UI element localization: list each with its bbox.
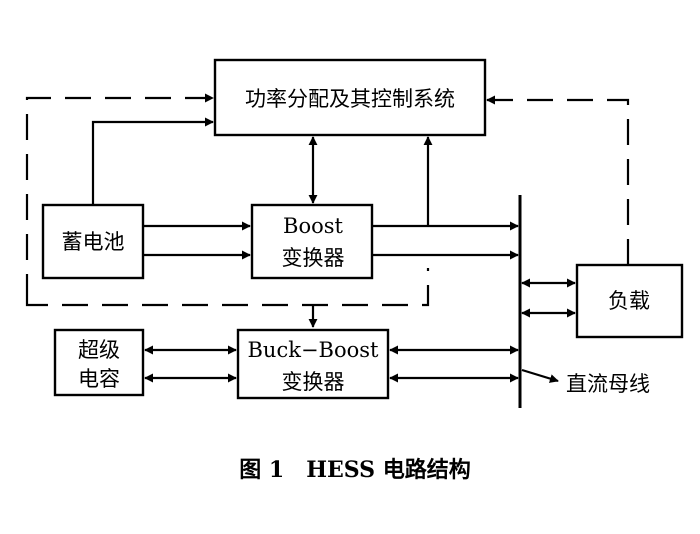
- boost-label-line1: Boost: [283, 214, 343, 238]
- power-control-label: 功率分配及其控制系统: [245, 87, 455, 111]
- supercap-label-line2: 电容: [78, 367, 120, 391]
- battery-signal-to-control: [91, 117, 214, 205]
- load-label: 负载: [608, 289, 650, 313]
- buckboost-converter-box: [236, 328, 390, 400]
- power-control-box: [213, 58, 487, 137]
- boost-converter-box: [250, 203, 374, 280]
- buckboost-label-line1: Buck−Boost: [248, 338, 380, 362]
- figure-caption: 图 1 HESS 电路结构: [239, 457, 470, 483]
- load-box: [575, 263, 684, 339]
- dc-bus-label: 直流母线: [566, 372, 650, 396]
- buckboost-label-line2: 变换器: [282, 370, 345, 394]
- supercap-feedback-dashed: [25, 93, 214, 300]
- supercap-label-line1: 超级: [78, 338, 120, 362]
- supercap-box: [53, 328, 145, 397]
- load-feedback-dashed: [486, 95, 630, 265]
- bus-to-label-arrow: [521, 368, 559, 383]
- battery-label: 蓄电池: [62, 230, 125, 254]
- control-to-buckboost-dashed: [25, 268, 430, 307]
- battery-box: [41, 203, 145, 280]
- boost-label-line2: 变换器: [282, 246, 345, 270]
